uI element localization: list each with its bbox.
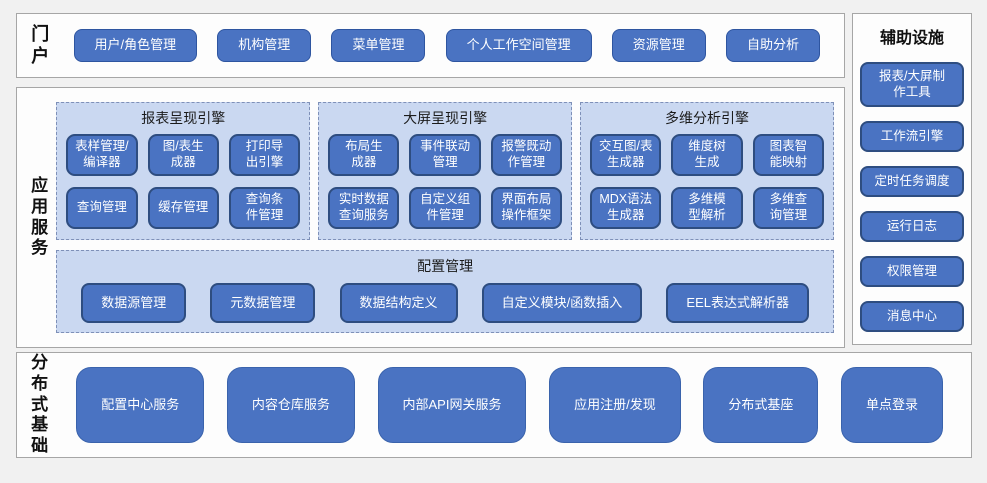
btn-event-linkage-mgmt[interactable]: 事件联动 管理 [409,134,481,176]
btn-single-sign-on[interactable]: 单点登录 [840,367,943,443]
config-mgmt-title: 配置管理 [417,258,474,274]
report-engine-panel: 报表呈现引擎 表样管理/ 编译器 图/表生 成器 打印导 出引擎 查询管理 缓存… [56,102,311,240]
config-mgmt-panel: 配置管理 数据源管理 元数据管理 数据结构定义 自定义模块/函数插入 EEL表达… [56,250,834,333]
btn-layout-generator[interactable]: 布局生 成器 [328,134,400,176]
btn-sheet-mgmt-compiler[interactable]: 表样管理/ 编译器 [66,134,138,176]
portal-btn-menu-mgmt[interactable]: 菜单管理 [331,29,426,62]
btn-custom-module-function-insert[interactable]: 自定义模块/函数插入 [481,283,643,323]
btn-distributed-base[interactable]: 分布式基座 [703,367,819,443]
dashboard-engine-grid: 布局生 成器 事件联动 管理 报警既动 作管理 实时数据 查询服务 自定义组 件… [328,134,563,229]
btn-chart-table-generator[interactable]: 图/表生 成器 [147,134,219,176]
btn-metadata-mgmt[interactable]: 元数据管理 [210,283,316,323]
btn-run-logs[interactable]: 运行日志 [860,211,964,242]
dashboard-engine-title: 大屏呈现引擎 [403,110,488,126]
olap-engine-panel: 多维分析引擎 交互图/表 生成器 维度树 生成 图表智 能映射 MDX语法 生成… [580,102,835,240]
btn-workflow-engine[interactable]: 工作流引擎 [860,121,964,152]
btn-message-center[interactable]: 消息中心 [860,301,964,332]
portal-btn-self-service-analysis[interactable]: 自助分析 [725,29,820,62]
portal-button-row: 用户/角色管理 机构管理 菜单管理 个人工作空间管理 资源管理 自助分析 [52,29,845,62]
btn-content-repo-service[interactable]: 内容仓库服务 [226,367,355,443]
olap-engine-grid: 交互图/表 生成器 维度树 生成 图表智 能映射 MDX语法 生成器 多维模 型… [590,134,824,229]
btn-interactive-chart-generator[interactable]: 交互图/表 生成器 [590,134,662,176]
portal-section-label: 门户 [31,23,50,66]
foundation-button-row: 配置中心服务 内容仓库服务 内部API网关服务 应用注册/发现 分布式基座 单点… [50,367,971,443]
btn-dimension-tree-generation[interactable]: 维度树 生成 [671,134,743,176]
btn-permission-mgmt[interactable]: 权限管理 [860,256,964,287]
btn-alarm-action-mgmt[interactable]: 报警既动 作管理 [490,134,563,176]
btn-scheduled-task-dispatch[interactable]: 定时任务调度 [860,166,964,197]
foundation-section-label: 分布式基础 [31,353,49,456]
portal-btn-org-mgmt[interactable]: 机构管理 [217,29,312,62]
btn-custom-component-mgmt[interactable]: 自定义组 件管理 [409,187,481,229]
portal-section: 门户 用户/角色管理 机构管理 菜单管理 个人工作空间管理 资源管理 自助分析 [16,13,845,78]
btn-data-structure-definition[interactable]: 数据结构定义 [339,283,458,323]
portal-btn-user-role-mgmt[interactable]: 用户/角色管理 [73,29,198,62]
dashboard-engine-panel: 大屏呈现引擎 布局生 成器 事件联动 管理 报警既动 作管理 实时数据 查询服务… [318,102,573,240]
btn-app-register-discovery[interactable]: 应用注册/发现 [549,367,681,443]
auxiliary-section: 辅助设施 报表/大屏制 作工具 工作流引擎 定时任务调度 运行日志 权限管理 消… [852,13,972,345]
btn-query-mgmt[interactable]: 查询管理 [66,187,138,229]
app-services-section: 应用服务 报表呈现引擎 表样管理/ 编译器 图/表生 成器 打印导 出引擎 查询… [16,87,845,348]
btn-cache-mgmt[interactable]: 缓存管理 [147,187,219,229]
app-services-section-label: 应用服务 [31,176,49,258]
app-services-inner: 应用服务 报表呈现引擎 表样管理/ 编译器 图/表生 成器 打印导 出引擎 查询… [17,88,844,347]
portal-btn-resource-mgmt[interactable]: 资源管理 [611,29,706,62]
btn-report-dashboard-maker-tool[interactable]: 报表/大屏制 作工具 [860,62,964,107]
btn-mdx-syntax-generator[interactable]: MDX语法 生成器 [590,187,662,229]
app-services-content: 报表呈现引擎 表样管理/ 编译器 图/表生 成器 打印导 出引擎 查询管理 缓存… [50,88,844,347]
btn-config-center-service[interactable]: 配置中心服务 [76,367,205,443]
report-engine-grid: 表样管理/ 编译器 图/表生 成器 打印导 出引擎 查询管理 缓存管理 查询条 … [66,134,301,229]
btn-chart-smart-mapping[interactable]: 图表智 能映射 [752,134,824,176]
btn-query-condition-mgmt[interactable]: 查询条 件管理 [228,187,301,229]
foundation-section: 分布式基础 配置中心服务 内容仓库服务 内部API网关服务 应用注册/发现 分布… [16,352,972,458]
auxiliary-section-title: 辅助设施 [879,30,944,47]
btn-ui-layout-framework[interactable]: 界面布局 操作框架 [490,187,563,229]
config-mgmt-row: 数据源管理 元数据管理 数据结构定义 自定义模块/函数插入 EEL表达式解析器 [69,283,821,323]
engine-panels-row: 报表呈现引擎 表样管理/ 编译器 图/表生 成器 打印导 出引擎 查询管理 缓存… [56,102,835,240]
btn-datasource-mgmt[interactable]: 数据源管理 [81,283,187,323]
report-engine-title: 报表呈现引擎 [141,110,226,126]
portal-btn-workspace-mgmt[interactable]: 个人工作空间管理 [445,29,592,62]
olap-engine-title: 多维分析引擎 [665,110,750,126]
btn-internal-api-gateway-service[interactable]: 内部API网关服务 [377,367,527,443]
btn-multidim-model-parsing[interactable]: 多维模 型解析 [671,187,743,229]
btn-realtime-data-query-service[interactable]: 实时数据 查询服务 [328,187,400,229]
btn-eel-expression-parser[interactable]: EEL表达式解析器 [666,283,809,323]
btn-print-export-engine[interactable]: 打印导 出引擎 [228,134,301,176]
btn-multidim-query-mgmt[interactable]: 多维查 询管理 [752,187,824,229]
